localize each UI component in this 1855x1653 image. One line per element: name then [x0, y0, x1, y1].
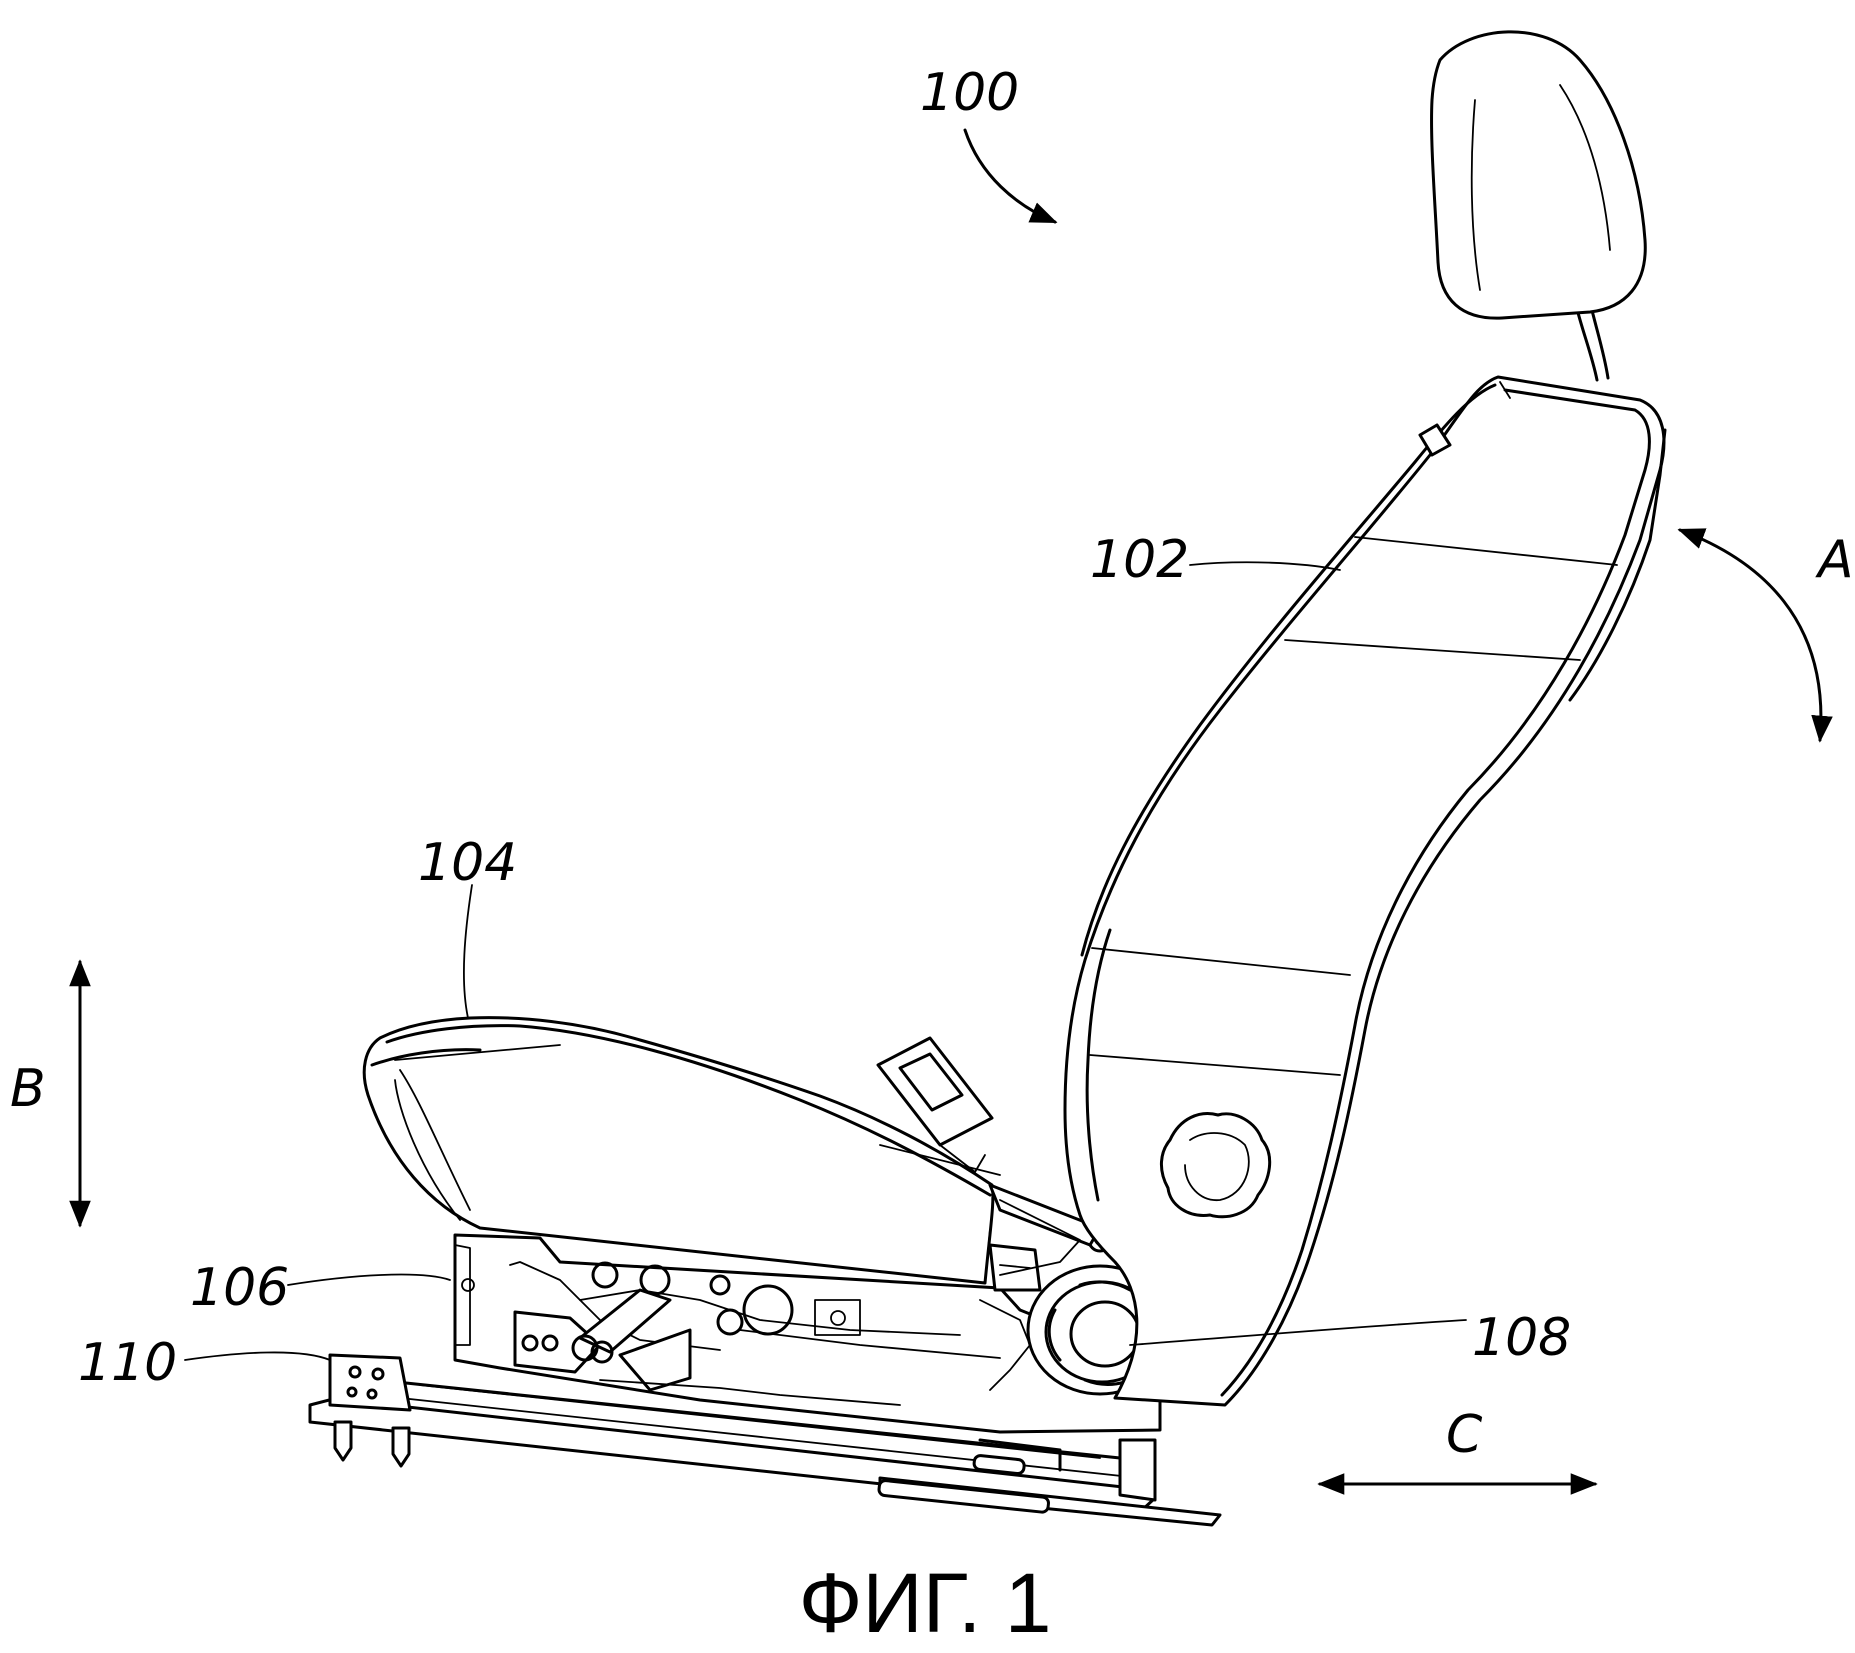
- leader-lines: [184, 561, 1467, 1361]
- label-108: 108: [1472, 1308, 1571, 1368]
- label-102: 102: [1090, 530, 1189, 590]
- label-100: 100: [920, 63, 1019, 123]
- headrest: [1430, 30, 1647, 382]
- label-c: C: [1446, 1405, 1483, 1465]
- arrow-a: [1677, 528, 1833, 743]
- figure-caption: ФИГ. 1: [799, 1556, 1052, 1650]
- seat-track-rail: [308, 1353, 1222, 1527]
- seatback: [1063, 375, 1667, 1407]
- seat-cushion: [362, 1016, 1102, 1285]
- seat-belt-buckle: [876, 1036, 994, 1173]
- label-110: 110: [78, 1333, 177, 1393]
- label-a: A: [1815, 530, 1854, 590]
- label-b: B: [10, 1059, 46, 1119]
- label-106: 106: [190, 1258, 289, 1318]
- label-104: 104: [418, 833, 517, 893]
- arrow-100: [963, 128, 1058, 224]
- seat-frame-mechanism: [453, 1227, 1244, 1434]
